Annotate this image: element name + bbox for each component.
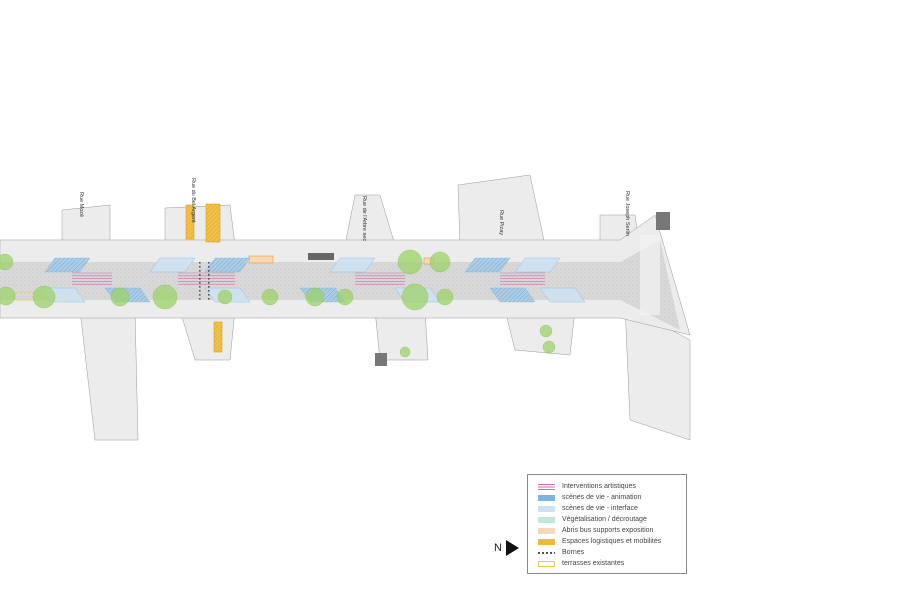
legend-item: Abris bus supports exposition	[538, 525, 686, 536]
bollard	[208, 298, 210, 300]
legend-swatch-icon	[538, 505, 555, 512]
legend-item: terrasses existantes	[538, 558, 686, 569]
north-indicator: N	[494, 540, 519, 556]
bollard	[208, 286, 210, 288]
legend-item: scènes de vie - animation	[538, 492, 686, 503]
bollard	[199, 266, 201, 268]
bus-shelter-exposition	[248, 255, 274, 264]
tree-icon	[217, 289, 233, 305]
bollard	[208, 262, 210, 264]
street-label-rue-2: Rue du Bel Argent	[190, 178, 196, 223]
tree-icon	[397, 249, 423, 275]
life-scene-area	[329, 257, 376, 273]
building-block	[375, 353, 387, 366]
legend-label: Bornes	[562, 549, 585, 556]
legend-label: terrasses existantes	[562, 560, 625, 567]
life-scene-area	[149, 257, 196, 273]
tree-icon	[32, 285, 56, 309]
legend-item: Espaces logistiques et mobilités	[538, 536, 686, 547]
life-scene-area	[44, 257, 91, 273]
street-label-rue-1: Rue Mozé	[78, 192, 84, 217]
tree-icon	[539, 324, 553, 338]
tree-icon	[542, 340, 556, 354]
bollard	[208, 266, 210, 268]
tree-icon	[429, 251, 451, 273]
legend-swatch-icon	[538, 538, 555, 545]
street-label-rue-4: Rue Pizay	[498, 210, 504, 235]
life-scene-area	[489, 287, 536, 303]
bollard	[199, 262, 201, 264]
bollard	[199, 290, 201, 292]
legend-swatch-icon	[538, 483, 555, 490]
legend-label: Espaces logistiques et mobilités	[562, 538, 662, 545]
street-label-rue-5: Rue Joseph Serlin	[624, 191, 630, 236]
tree-icon	[399, 346, 411, 358]
legend-label: scènes de vie - animation	[562, 494, 642, 501]
map-legend: Interventions artistiques scènes de vie -…	[527, 474, 687, 574]
bollard	[208, 278, 210, 280]
legend-swatch-icon	[538, 560, 555, 567]
legend-item: Bornes	[538, 547, 686, 558]
street-label-rue-3: Rue de l'Arbre sec	[361, 196, 367, 241]
bollard	[208, 282, 210, 284]
logistics-space	[205, 203, 221, 243]
legend-swatch-icon	[538, 494, 555, 501]
tree-icon	[152, 284, 178, 310]
legend-item: scènes de vie - interface	[538, 503, 686, 514]
tree-icon	[0, 253, 14, 271]
tree-icon	[0, 286, 16, 306]
north-arrow-icon	[505, 540, 519, 556]
bollard	[199, 294, 201, 296]
bollard	[208, 274, 210, 276]
life-scene-area	[539, 287, 586, 303]
legend-swatch-icon	[538, 551, 555, 554]
bollard	[199, 286, 201, 288]
legend-label: Végétalisation / décroutage	[562, 516, 647, 523]
bollard	[208, 294, 210, 296]
legend-item: Végétalisation / décroutage	[538, 514, 686, 525]
north-label: N	[494, 542, 502, 554]
legend-label: Interventions artistiques	[562, 483, 636, 490]
bollards-layer	[199, 262, 210, 300]
trees-layer	[0, 249, 556, 358]
bollard	[199, 270, 201, 272]
legend-swatch-icon	[538, 516, 555, 523]
bollard	[199, 298, 201, 300]
artistic-interventions-layer	[72, 272, 545, 285]
legend-label: Abris bus supports exposition	[562, 527, 654, 534]
life-scene-area	[464, 257, 511, 273]
tree-icon	[110, 287, 130, 307]
bollard	[208, 290, 210, 292]
legend-item: Interventions artistiques	[538, 481, 686, 492]
logistics-space	[185, 204, 195, 240]
legend-swatch-icon	[538, 527, 555, 534]
bollard	[199, 278, 201, 280]
tree-icon	[401, 283, 429, 311]
bus-shelter-block	[308, 253, 334, 260]
bollard	[199, 282, 201, 284]
building-block	[656, 212, 670, 230]
tree-icon	[305, 287, 325, 307]
tree-icon	[336, 288, 354, 306]
tree-icon	[436, 288, 454, 306]
tree-icon	[261, 288, 279, 306]
crosswalk	[640, 235, 660, 315]
bollard	[199, 274, 201, 276]
life-scene-area	[514, 257, 561, 273]
logistics-space	[213, 321, 223, 353]
bollard	[208, 270, 210, 272]
legend-label: scènes de vie - interface	[562, 505, 638, 512]
